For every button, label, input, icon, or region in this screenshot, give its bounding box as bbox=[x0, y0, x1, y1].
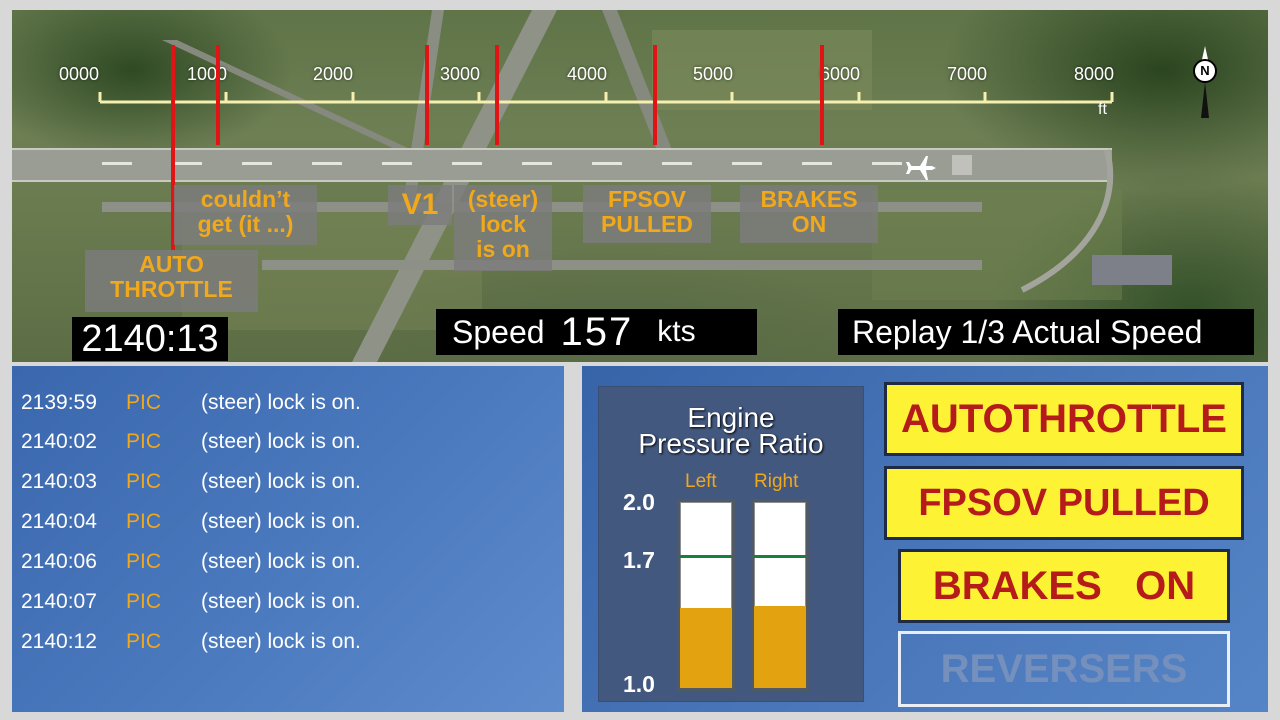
epr-left-bar bbox=[677, 499, 735, 691]
scale-label-7000: 7000 bbox=[946, 64, 988, 84]
marker-brakes bbox=[820, 45, 824, 145]
event-text: V1 bbox=[401, 188, 439, 221]
transcript-time: 2140:07 bbox=[21, 590, 97, 613]
scale-label-5000: 5000 bbox=[692, 64, 734, 84]
transcript-row: 2140:12 PIC (steer) lock is on. bbox=[21, 627, 361, 657]
transcript-text: (steer) lock is on. bbox=[201, 630, 361, 653]
epr-tick-1-7: 1.7 bbox=[623, 547, 655, 573]
cockpit-voice-transcript: 2139:59 PIC (steer) lock is on. 2140:02 … bbox=[12, 366, 564, 712]
epr-tick-2-0: 2.0 bbox=[623, 489, 655, 515]
alert-brakes-on: BRAKES ON bbox=[898, 549, 1230, 623]
epr-title: Engine Pressure Ratio bbox=[599, 402, 863, 459]
scale-label-1000: 1000 bbox=[186, 64, 228, 84]
event-text: ON bbox=[791, 211, 827, 237]
transcript-time: 2139:59 bbox=[21, 391, 97, 414]
epr-right-bar bbox=[751, 499, 809, 691]
transcript-speaker: PIC bbox=[126, 470, 162, 493]
runway-map: 0000 1000 2000 3000 4000 5000 6000 7000 … bbox=[12, 10, 1268, 362]
alert-reversers: REVERSERS bbox=[898, 631, 1230, 707]
transcript-text: (steer) lock is on. bbox=[201, 470, 361, 493]
event-label-v1: V1 bbox=[388, 185, 452, 225]
distance-scale bbox=[98, 92, 1114, 104]
scale-label-0: 0000 bbox=[58, 64, 100, 84]
scale-label-3000: 3000 bbox=[439, 64, 481, 84]
replay-time-display: 2140:13 bbox=[72, 317, 228, 361]
marker-steer-lock bbox=[495, 45, 499, 145]
transcript-time: 2140:12 bbox=[21, 630, 97, 653]
transcript-text: (steer) lock is on. bbox=[201, 550, 361, 573]
scale-label-8000: 8000 bbox=[1073, 64, 1115, 84]
epr-right-label: Right bbox=[754, 471, 799, 492]
alert-autothrottle: AUTOTHROTTLE bbox=[884, 382, 1244, 456]
epr-tick-1-0: 1.0 bbox=[623, 671, 655, 697]
event-label-brakes: BRAKES ON bbox=[740, 185, 878, 243]
transcript-text: (steer) lock is on. bbox=[201, 510, 361, 533]
transcript-time: 2140:04 bbox=[21, 510, 97, 533]
event-label-autothrottle: AUTO THROTTLE bbox=[85, 250, 258, 312]
epr-gauge: Engine Pressure Ratio Left Right 2.0 1.7… bbox=[598, 386, 864, 702]
transcript-text: (steer) lock is on. bbox=[201, 391, 361, 414]
transcript-row: 2139:59 PIC (steer) lock is on. bbox=[21, 388, 361, 418]
transcript-row: 2140:06 PIC (steer) lock is on. bbox=[21, 547, 361, 577]
transcript-time: 2140:03 bbox=[21, 470, 97, 493]
marker-v1 bbox=[425, 45, 429, 145]
scale-unit: ft bbox=[1098, 101, 1107, 118]
scale-label-6000: 6000 bbox=[819, 64, 861, 84]
epr-left-fill bbox=[680, 608, 732, 688]
instrument-panel: Engine Pressure Ratio Left Right 2.0 1.7… bbox=[582, 366, 1268, 712]
airplane-icon bbox=[906, 156, 936, 180]
replay-rate-label: Replay 1/3 Actual Speed bbox=[838, 309, 1254, 355]
epr-right-fill bbox=[754, 606, 806, 688]
transcript-time: 2140:06 bbox=[21, 550, 97, 573]
epr-right-target-line bbox=[754, 554, 806, 558]
marker-couldnt-get bbox=[216, 45, 220, 145]
transcript-speaker: PIC bbox=[126, 590, 162, 613]
transcript-row: 2140:02 PIC (steer) lock is on. bbox=[21, 427, 361, 457]
event-text: get (it ...) bbox=[197, 211, 294, 237]
event-label-couldnt-get: couldn’t get (it ...) bbox=[174, 185, 317, 245]
transcript-row: 2140:07 PIC (steer) lock is on. bbox=[21, 587, 361, 617]
event-text: is on bbox=[476, 236, 530, 262]
transcript-row: 2140:03 PIC (steer) lock is on. bbox=[21, 467, 361, 497]
scale-label-2000: 2000 bbox=[312, 64, 354, 84]
event-text: AUTO bbox=[139, 251, 204, 277]
transcript-text: (steer) lock is on. bbox=[201, 430, 361, 453]
speed-value: 157 bbox=[560, 309, 634, 354]
scale-label-4000: 4000 bbox=[566, 64, 608, 84]
north-compass-icon: N bbox=[1192, 46, 1218, 118]
transcript-time: 2140:02 bbox=[21, 430, 97, 453]
event-label-steer-lock: (steer) lock is on bbox=[454, 185, 552, 271]
speed-display: Speed 157 kts bbox=[436, 309, 757, 355]
transcript-text: (steer) lock is on. bbox=[201, 590, 361, 613]
epr-title-line: Pressure Ratio bbox=[638, 428, 824, 459]
alert-fpsov-pulled: FPSOV PULLED bbox=[884, 466, 1244, 540]
transcript-speaker: PIC bbox=[126, 391, 162, 414]
transcript-speaker: PIC bbox=[126, 630, 162, 653]
speed-unit: kts bbox=[657, 315, 696, 348]
transcript-speaker: PIC bbox=[126, 510, 162, 533]
event-text: FPSOV bbox=[608, 186, 686, 212]
epr-left-target-line bbox=[680, 554, 732, 558]
marker-fpsov bbox=[653, 45, 657, 145]
transcript-speaker: PIC bbox=[126, 550, 162, 573]
event-text: PULLED bbox=[601, 211, 693, 237]
event-text: (steer) bbox=[467, 186, 539, 212]
epr-left-label: Left bbox=[685, 471, 717, 492]
marker-autothrottle bbox=[171, 45, 175, 250]
transcript-row: 2140:04 PIC (steer) lock is on. bbox=[21, 507, 361, 537]
event-text: couldn’t bbox=[200, 186, 291, 212]
event-text: THROTTLE bbox=[110, 276, 233, 302]
event-text: lock bbox=[479, 211, 527, 237]
epr-title-line: Engine bbox=[687, 402, 775, 433]
transcript-speaker: PIC bbox=[126, 430, 162, 453]
speed-label: Speed bbox=[452, 313, 545, 350]
event-text: BRAKES bbox=[760, 186, 858, 212]
compass-label: N bbox=[1200, 63, 1210, 78]
event-label-fpsov: FPSOV PULLED bbox=[583, 185, 711, 243]
